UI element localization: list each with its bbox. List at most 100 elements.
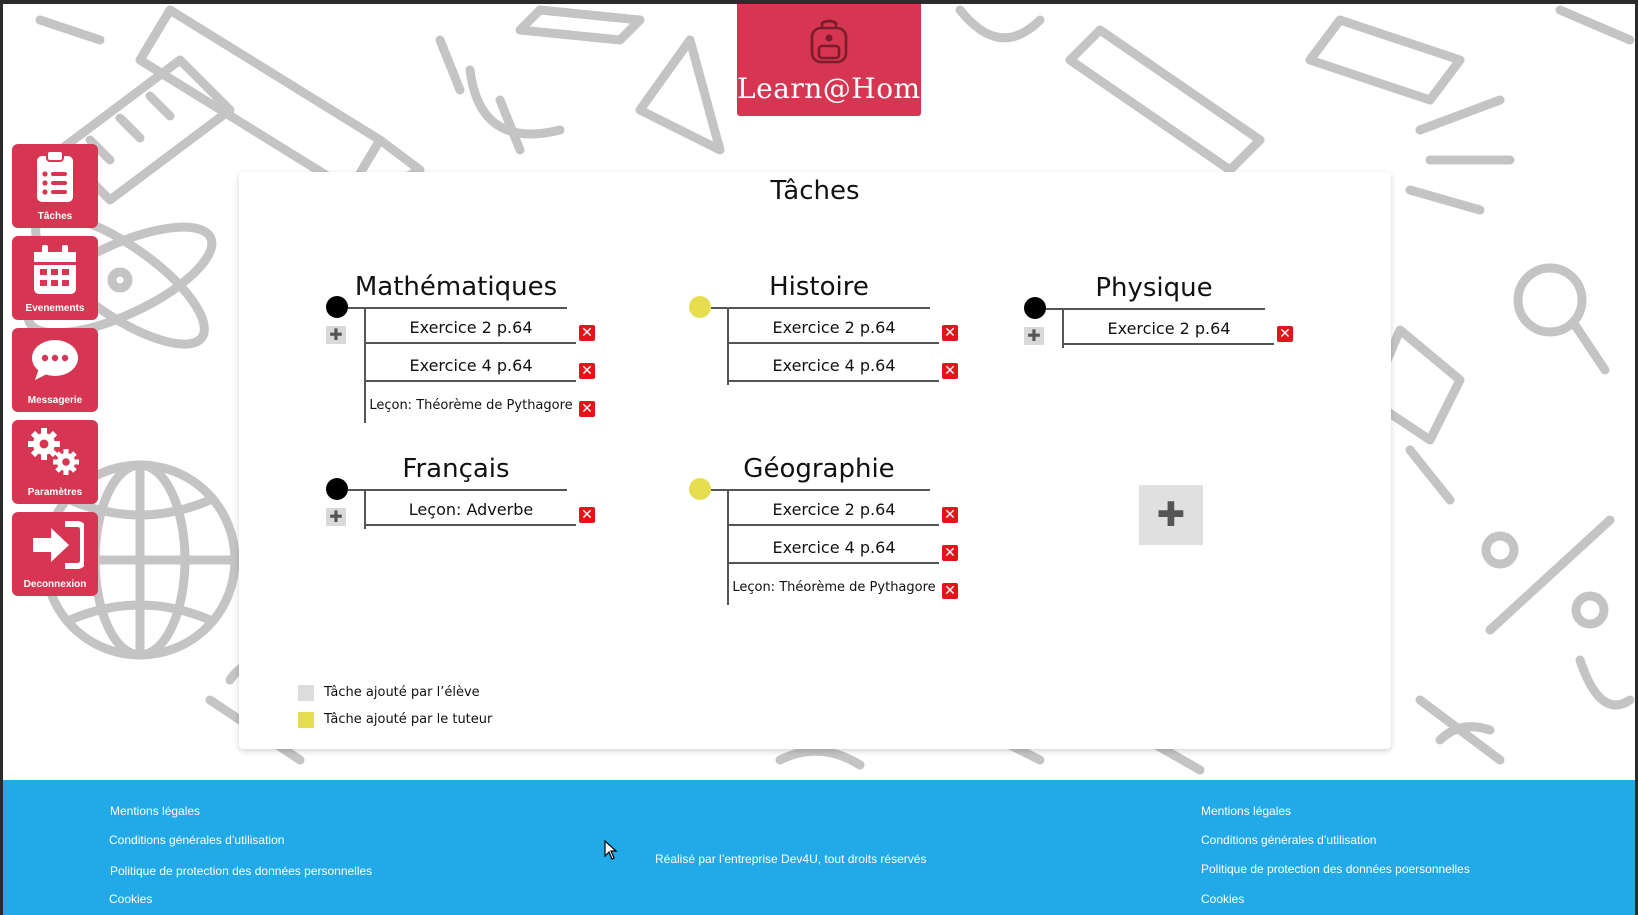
divider	[366, 524, 576, 526]
divider	[348, 489, 567, 491]
legend-label: Tâche ajouté par l’élève	[324, 685, 480, 700]
task-item: Exercice 4 p.64 ✕	[729, 346, 969, 386]
subject-card-geographie: Géographie Exercice 2 p.64 ✕ Exercice 4 …	[689, 454, 969, 614]
footer-link-cookies[interactable]: Cookies	[109, 892, 153, 906]
task-item: Exercice 4 p.64 ✕	[729, 528, 969, 568]
divider	[729, 524, 939, 526]
sidebar-item-messagerie[interactable]: Messagerie	[12, 328, 98, 412]
delete-task-button[interactable]: ✕	[942, 507, 958, 523]
sidebar-item-label: Paramètres	[27, 487, 83, 498]
divider	[1046, 308, 1265, 310]
delete-task-button[interactable]: ✕	[942, 363, 958, 379]
add-task-button[interactable]: ✚	[326, 326, 346, 344]
subject-title: Français	[402, 454, 510, 484]
divider	[711, 307, 930, 309]
divider	[727, 489, 729, 605]
add-task-button[interactable]: ✚	[326, 508, 346, 526]
legend-swatch	[298, 712, 314, 728]
subject-card-histoire: Histoire Exercice 2 p.64 ✕ Exercice 4 p.…	[689, 272, 969, 392]
app-name: Learn@Home	[737, 72, 938, 105]
divider	[364, 307, 366, 423]
delete-task-button[interactable]: ✕	[579, 401, 595, 417]
footer: Mentions légales Conditions générales d’…	[3, 780, 1635, 915]
student-added-dot	[326, 478, 348, 500]
footer-link-cgu[interactable]: Conditions générales d’utilisation	[1201, 833, 1377, 847]
chat-bubble-icon	[32, 340, 78, 380]
delete-task-button[interactable]: ✕	[579, 325, 595, 341]
divider	[729, 380, 939, 382]
task-item: Exercice 2 p.64 ✕	[729, 308, 969, 348]
task-label[interactable]: Leçon: Adverbe	[408, 500, 534, 519]
divider	[729, 342, 939, 344]
tasks-panel: Tâches Mathématiques ✚ Exercice 2 p.64 ✕…	[239, 172, 1391, 749]
sidebar: Tâches Evenements Messagerie	[12, 144, 98, 604]
page-title: Tâches	[770, 176, 860, 206]
sidebar-item-parametres[interactable]: Paramètres	[12, 420, 98, 504]
divider	[366, 342, 576, 344]
divider	[364, 489, 366, 529]
task-label[interactable]: Leçon: Théorème de Pythagore	[369, 398, 573, 413]
sidebar-item-label: Tâches	[37, 211, 73, 222]
subject-title: Mathématiques	[354, 272, 558, 302]
tutor-added-dot	[689, 478, 711, 500]
task-label[interactable]: Exercice 4 p.64	[772, 538, 896, 557]
footer-link-privacy[interactable]: Politique de protection des données poer…	[1201, 862, 1470, 876]
sign-out-icon	[33, 521, 84, 569]
tutor-added-dot	[689, 296, 711, 318]
sidebar-item-deconnexion[interactable]: Deconnexion	[12, 512, 98, 596]
add-task-button[interactable]: ✚	[1024, 327, 1044, 345]
mouse-cursor-icon	[604, 840, 618, 860]
backpack-icon	[810, 19, 848, 64]
app-logo[interactable]: Learn@Home	[737, 4, 938, 116]
delete-task-button[interactable]: ✕	[1277, 326, 1293, 342]
sidebar-item-label: Deconnexion	[23, 579, 87, 590]
sidebar-item-label: Messagerie	[27, 395, 83, 406]
task-label[interactable]: Exercice 2 p.64	[772, 500, 896, 519]
sidebar-item-evenements[interactable]: Evenements	[12, 236, 98, 320]
task-label[interactable]: Exercice 2 p.64	[1107, 319, 1231, 338]
divider	[366, 380, 576, 382]
divider	[1062, 308, 1064, 348]
task-item: Leçon: Théorème de Pythagore ✕	[729, 566, 969, 606]
delete-task-button[interactable]: ✕	[942, 325, 958, 341]
footer-copyright: Réalisé par l’entreprise Dev4U, tout dro…	[655, 852, 927, 866]
subject-title: Physique	[1095, 273, 1213, 303]
footer-link-mentions-legales[interactable]: Mentions légales	[1201, 804, 1292, 818]
footer-link-privacy[interactable]: Politique de protection des données pers…	[110, 864, 373, 878]
task-label[interactable]: Leçon: Théorème de Pythagore	[732, 580, 936, 595]
legend-label: Tâche ajouté par le tuteur	[324, 712, 493, 727]
delete-task-button[interactable]: ✕	[942, 545, 958, 561]
calendar-icon	[34, 245, 76, 294]
task-item: Leçon: Théorème de Pythagore ✕	[366, 384, 606, 424]
divider	[711, 489, 930, 491]
subject-card-mathematiques: Mathématiques ✚ Exercice 2 p.64 ✕ Exerci…	[326, 272, 606, 432]
divider	[727, 307, 729, 385]
task-label[interactable]: Exercice 4 p.64	[409, 356, 533, 375]
subject-title: Géographie	[743, 454, 895, 484]
task-label[interactable]: Exercice 4 p.64	[772, 356, 896, 375]
delete-task-button[interactable]: ✕	[579, 507, 595, 523]
task-item: Leçon: Adverbe ✕	[366, 490, 606, 530]
footer-link-cgu[interactable]: Conditions générales d’utilisation	[109, 833, 285, 847]
task-label[interactable]: Exercice 2 p.64	[409, 318, 533, 337]
divider	[348, 307, 567, 309]
task-item: Exercice 2 p.64 ✕	[729, 490, 969, 530]
task-item: Exercice 2 p.64 ✕	[1064, 309, 1304, 349]
sidebar-item-taches[interactable]: Tâches	[12, 144, 98, 228]
task-label[interactable]: Exercice 2 p.64	[772, 318, 896, 337]
gears-icon	[28, 428, 79, 475]
delete-task-button[interactable]: ✕	[579, 363, 595, 379]
sidebar-item-label: Evenements	[25, 303, 85, 314]
footer-link-cookies[interactable]: Cookies	[1201, 892, 1245, 906]
add-subject-button[interactable]: ✚	[1139, 485, 1203, 545]
subject-title: Histoire	[769, 272, 869, 302]
clipboard-list-icon	[37, 150, 73, 202]
task-item: Exercice 4 p.64 ✕	[366, 346, 606, 386]
divider	[1064, 343, 1274, 345]
task-item: Exercice 2 p.64 ✕	[366, 308, 606, 348]
divider	[729, 562, 939, 564]
student-added-dot	[1024, 297, 1046, 319]
delete-task-button[interactable]: ✕	[942, 583, 958, 599]
footer-link-mentions-legales[interactable]: Mentions légales	[110, 804, 201, 818]
subject-card-francais: Français ✚ Leçon: Adverbe ✕	[326, 454, 606, 544]
